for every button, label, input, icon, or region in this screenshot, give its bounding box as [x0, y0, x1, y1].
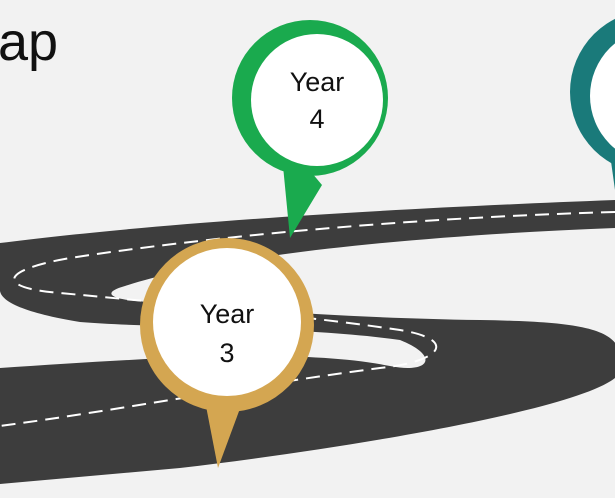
milestone-year-4-label: Year	[290, 67, 345, 97]
milestone-pin-partial	[570, 18, 615, 190]
milestone-pin-year-4: Year 4	[232, 20, 388, 238]
milestone-year-3-number: 3	[219, 338, 234, 368]
road	[0, 200, 615, 484]
milestone-pin-year-3: Year 3	[140, 238, 314, 468]
milestone-year-3-label: Year	[200, 299, 255, 329]
milestone-year-4-number: 4	[309, 104, 324, 134]
slide-title: ap	[0, 12, 59, 72]
